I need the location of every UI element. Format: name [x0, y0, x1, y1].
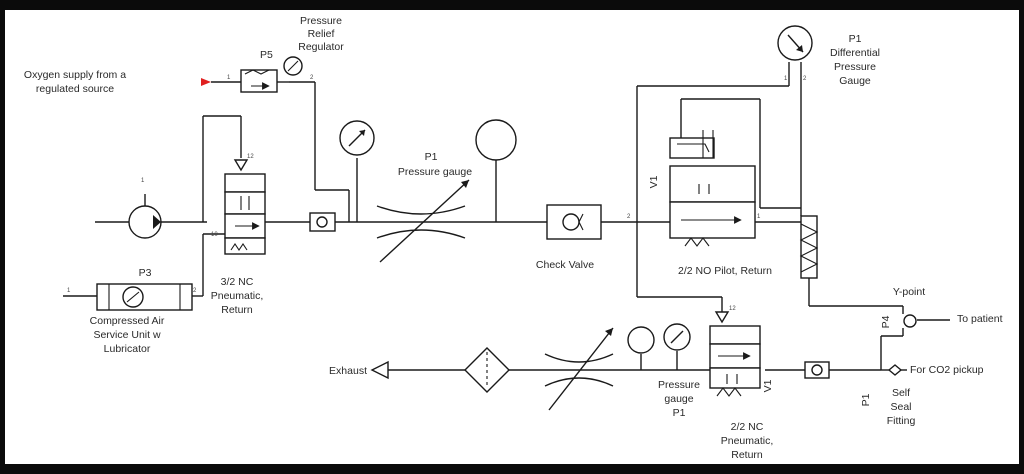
pump-symbol: 1	[128, 178, 162, 239]
pressure-gauge-bottom-line1: Pressure	[658, 379, 700, 391]
v1-top-label: V1	[648, 175, 660, 188]
pilot-valve-2-2-no: V1 2/2 NO Pilot, Return 2 1	[627, 130, 772, 277]
valve-22-label-line3: Return	[731, 449, 763, 461]
self-seal-label-line3: Fitting	[887, 415, 916, 427]
p5-label: P5	[260, 49, 273, 61]
pilot-valve-label: 2/2 NO Pilot, Return	[678, 265, 772, 277]
to-patient-label: To patient	[957, 313, 1003, 325]
inline-shuttle-valve	[309, 212, 336, 232]
valve-32-pilot-port: 12	[247, 154, 254, 160]
exhaust-triangle-icon	[370, 360, 389, 380]
p1-diff-label-line3: Pressure	[834, 61, 876, 73]
y-point-connector: Y-point To patient P4	[880, 286, 1003, 328]
pressure-relief-regulator: P5 1 2 Pressure Relief Regulator	[227, 15, 344, 93]
service-unit-label-line1: Compressed Air	[90, 315, 165, 327]
service-unit-label-line3: Lubricator	[104, 343, 151, 355]
self-seal-label-line1: Self	[892, 387, 910, 399]
valve-3-2-nc: 12 10 3/2 NC Pneumatic, Return	[211, 154, 266, 316]
p1-diff-label-line2: Differential	[830, 47, 880, 59]
check-valve: Check Valve	[536, 204, 602, 271]
exhaust-label: Exhaust	[329, 365, 367, 377]
regulator-port-2: 2	[310, 75, 314, 81]
exhaust-filter	[464, 347, 510, 393]
service-unit-port-2: 2	[193, 288, 197, 294]
diff-gauge-port-1: 1	[784, 76, 788, 82]
relief-label-line2: Relief	[308, 28, 335, 40]
self-seal-label-line2: Seal	[890, 401, 911, 413]
p1-diff-label-line1: P1	[849, 33, 862, 45]
service-unit-port-1: 1	[67, 288, 71, 294]
top-pressure-gauge-right	[475, 119, 517, 161]
top-pressure-gauge-left	[339, 120, 375, 156]
supply-arrow-icon	[201, 78, 211, 86]
service-unit-label-line2: Service Unit w	[93, 329, 161, 341]
relief-label-line1: Pressure	[300, 15, 342, 27]
p1-top-label: P1	[425, 151, 438, 163]
pipe-lines	[63, 62, 950, 371]
valve-22-label-line1: 2/2 NC	[731, 421, 764, 433]
oxygen-supply-label-line1: Oxygen supply from a	[24, 69, 126, 81]
inline-filter	[799, 215, 819, 279]
valve-32-label-line2: Pneumatic,	[211, 290, 264, 302]
pressure-gauge-top-label: Pressure gauge	[398, 166, 472, 178]
variable-flow-restrictor-bottom	[544, 327, 614, 411]
valve-32-port-ten: 10	[211, 232, 218, 238]
pressure-gauge-bottom-line3: P1	[673, 407, 686, 419]
self-seal-fitting: For CO2 pickup P1 Self Seal Fitting	[860, 364, 984, 427]
bottom-valve-pilot-port: 12	[729, 306, 736, 312]
co2-pickup-label: For CO2 pickup	[910, 364, 984, 376]
pilot-valve-port-2: 2	[627, 214, 631, 220]
variable-flow-restrictor-top: P1 Pressure gauge	[376, 151, 472, 263]
p3-label: P3	[139, 267, 152, 279]
y-point-label: Y-point	[893, 286, 925, 298]
pneumatic-circuit-diagram: 1 12 10 3/2 NC Pneumatic, Return P3 1 2 …	[24, 15, 1003, 461]
v1-bottom-label: V1	[762, 379, 774, 392]
oxygen-supply: Oxygen supply from a regulated source	[24, 69, 241, 95]
p1-bottom-side-label: P1	[860, 393, 872, 406]
exhaust-outlet: Exhaust	[329, 360, 389, 380]
diff-gauge-port-2: 2	[803, 76, 807, 82]
bottom-pressure-gauge-right: Pressure gauge P1	[658, 323, 700, 419]
p4-label: P4	[880, 315, 892, 328]
p1-diff-label-line4: Gauge	[839, 75, 871, 87]
valve-32-label-line3: Return	[221, 304, 253, 316]
valve-2-2-nc-bottom: 12 V1 2/2 NC Pneumatic, Return	[709, 306, 774, 461]
pump-port-number: 1	[141, 178, 145, 184]
bottom-inline-shuttle-valve	[804, 361, 830, 379]
gauge-icon	[475, 119, 517, 161]
valve-22-label-line2: Pneumatic,	[721, 435, 774, 447]
bottom-pressure-gauge-left	[627, 326, 655, 354]
pressure-gauge-bottom-line2: gauge	[664, 393, 693, 405]
service-unit-p3: P3 1 2 Compressed Air Service Unit w Lub…	[67, 267, 197, 355]
pilot-valve-port-1: 1	[757, 214, 761, 220]
oxygen-supply-label-line2: regulated source	[36, 83, 114, 95]
diagram-canvas: 1 12 10 3/2 NC Pneumatic, Return P3 1 2 …	[5, 10, 1019, 464]
relief-label-line3: Regulator	[298, 41, 344, 53]
gauge-icon	[627, 326, 655, 354]
valve-32-label-line1: 3/2 NC	[221, 276, 254, 288]
check-valve-label: Check Valve	[536, 259, 594, 271]
regulator-port-1: 1	[227, 75, 231, 81]
differential-pressure-gauge: 1 2 P1 Differential Pressure Gauge	[777, 25, 880, 87]
